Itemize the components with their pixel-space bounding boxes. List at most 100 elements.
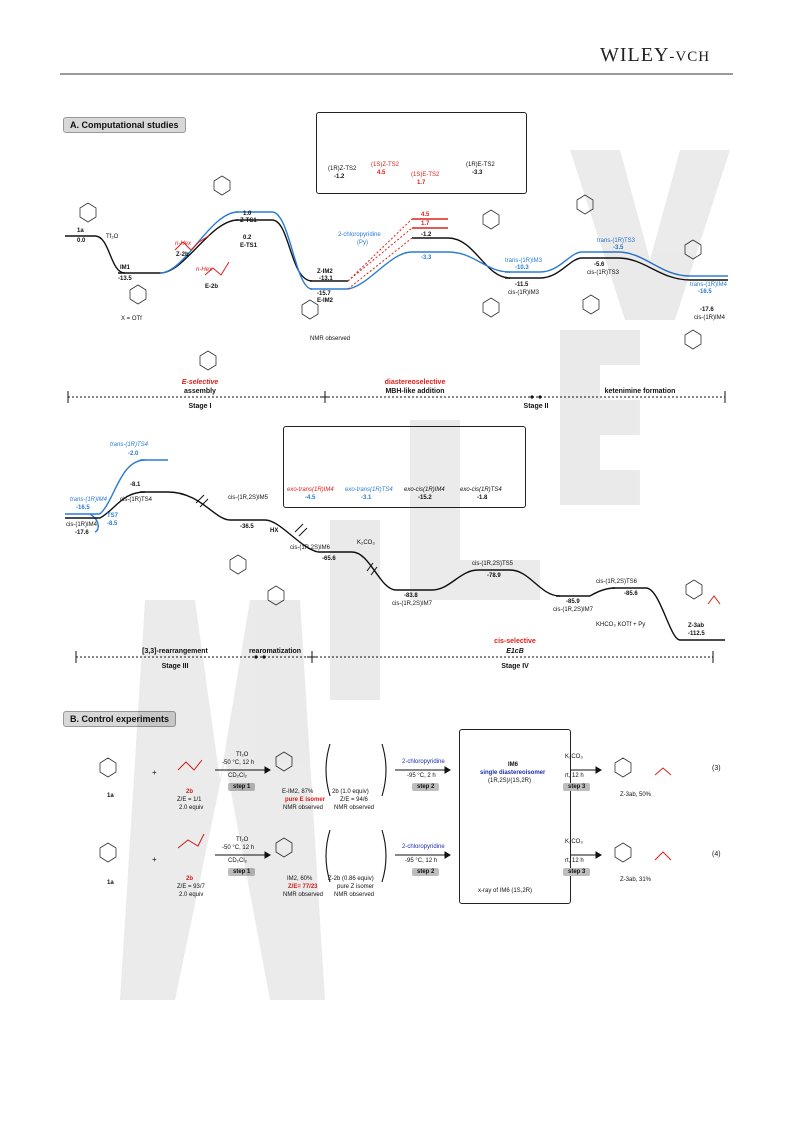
energy-cis-im7-b: -85.9 xyxy=(566,599,580,605)
energy-trans-ts3: -3.5 xyxy=(613,245,624,251)
k2co3-label: K₂CO₃ xyxy=(357,540,375,546)
row1-side: 2b (1.0 equiv) xyxy=(332,789,369,795)
energy-cis-ts6: -85.6 xyxy=(624,591,638,597)
label-trans-im4: trans-(1R)IM4 xyxy=(690,282,728,288)
row2-substrate: 1a xyxy=(107,880,114,886)
label-z3ab: Z-3ab xyxy=(688,623,705,629)
energy-im1: -13.5 xyxy=(118,276,132,282)
row1-ratio: Z/E = 1/1 xyxy=(177,797,202,803)
label-trans-ts3: trans-(1R)TS3 xyxy=(597,238,636,244)
label-cis-ts4: cis-(1R)TS4 xyxy=(120,497,153,503)
row1-cond2: 2-chloropyridine xyxy=(402,759,445,765)
energy-trans-im4: -16.5 xyxy=(698,289,712,295)
label-cis-ts5: cis-(1R,2S)TS5 xyxy=(472,561,514,567)
py-label: (Py) xyxy=(357,240,368,246)
label-cis-im7-b: cis-(1R,2S)IM7 xyxy=(553,607,594,613)
energy-trans-im4-b: -16.5 xyxy=(76,505,90,511)
row2-cond1: Tf₂O xyxy=(236,837,249,843)
ts2-label-1s-z: (1S)Z-TS2 xyxy=(371,162,400,168)
label-1a: 1a xyxy=(77,228,84,234)
label-ets1: E-TS1 xyxy=(240,243,258,249)
label-cis-im4-b: cis-(1R)IM4 xyxy=(66,522,97,528)
row1-cond1c: CD₂Cl₂ xyxy=(228,773,247,779)
ts2-label-1r-z: (1R)Z-TS2 xyxy=(328,166,357,172)
section-b-label: B. Control experiments xyxy=(63,711,177,727)
energy-cis-im6: -65.6 xyxy=(322,556,336,562)
hx-label: HX xyxy=(270,528,279,534)
energy-zim2: -13.1 xyxy=(319,276,333,282)
im6-box xyxy=(459,729,571,904)
row1-step3: step 3 xyxy=(563,783,591,791)
energy-ts2-a: 4.5 xyxy=(421,212,430,218)
conformer-1-label: exo-trans(1R)IM4 xyxy=(287,487,334,493)
energy-ts2-d: -3.3 xyxy=(421,255,432,261)
row2-intermediate-note: Z/E= 77/23 xyxy=(288,884,318,890)
row1-equiv: 2.0 equiv xyxy=(179,805,204,811)
energy-zts1: 1.0 xyxy=(243,211,252,217)
label-cis-im3: cis-(1R)IM3 xyxy=(508,290,539,296)
conformer-4-label: exo-cis(1R)TS4 xyxy=(460,487,502,493)
row1-step1: step 1 xyxy=(228,783,256,791)
row2-reagent: 2b xyxy=(186,876,194,882)
stage2-name: Stage II xyxy=(523,403,549,410)
stage3-name: Stage III xyxy=(161,663,189,670)
row1-intermediate: E-IM2, 87% xyxy=(282,789,314,795)
pyridine-label: 2-chloropyridine xyxy=(338,232,381,238)
row1-cond3b: rt, 12 h xyxy=(565,773,584,779)
section-a-label: A. Computational studies xyxy=(63,117,186,133)
row1-product: Z-3ab, 50% xyxy=(620,792,652,798)
row1-substrate: 1a xyxy=(107,793,114,799)
label-im1: IM1 xyxy=(120,265,131,271)
conformer-4-value: -1.8 xyxy=(477,495,488,501)
row2-intermediate-nmr: NMR observed xyxy=(283,892,324,898)
energy-1a: 0.0 xyxy=(77,238,86,244)
tf2o-label: Tf₂O xyxy=(106,234,119,240)
label-cis-im6: cis-(1R,2S)IM6 xyxy=(290,545,331,551)
row2-xray-caption: x-ray of IM6 (1S,2R) xyxy=(478,888,533,894)
row2-ratio: Z/E = 93/7 xyxy=(177,884,205,890)
energy-eim2: -15.7 xyxy=(317,291,331,297)
conformer-2-label: exo-trans(1R)TS4 xyxy=(345,487,393,493)
conformer-1-value: -4.5 xyxy=(305,495,316,501)
brand-rest: -VCH xyxy=(669,49,711,65)
header-rule xyxy=(60,73,733,75)
label-cis-im7: cis-(1R,2S)IM7 xyxy=(392,601,433,607)
energy-cis-im4-b: -17.6 xyxy=(75,530,89,536)
conformer-2-value: -3.1 xyxy=(361,495,372,501)
row1-step2: step 2 xyxy=(412,783,440,791)
stage1-bottom: assembly xyxy=(184,388,216,395)
energy-ts2-c: -1.2 xyxy=(421,232,432,238)
conformer-inset-box xyxy=(283,426,526,508)
row2-product: Z-3ab, 31% xyxy=(620,877,652,883)
energy-cis-im7: -83.8 xyxy=(404,593,418,599)
row1-cond1b: -50 °C, 12 h xyxy=(222,760,255,766)
energy-cis-im5: -36.5 xyxy=(240,524,254,530)
row1-intermediate-note: pure E isomer xyxy=(285,797,326,803)
label-zim2: Z-IM2 xyxy=(317,269,333,275)
row2-step3: step 3 xyxy=(563,868,591,876)
ts2-value-1r-z: -1.2 xyxy=(334,174,345,180)
stage4-name: Stage IV xyxy=(501,663,529,670)
row1-cond2b: -95 °C, 2 h xyxy=(407,773,436,779)
row2-intermediate: IM2, 60% xyxy=(287,876,313,882)
row2-equiv: 2.0 equiv xyxy=(179,892,204,898)
row2-side-note: pure Z isomer xyxy=(337,884,375,890)
ts2-label-1s-e: (1S)E-TS2 xyxy=(411,172,440,178)
khco3-label: KHCO₃ KOTf + Py xyxy=(596,622,646,628)
energy-z3ab: -112.5 xyxy=(688,631,705,637)
stage3-bottom: [3,3]-rearrangement xyxy=(142,648,208,655)
energy-ts2-b: 1.7 xyxy=(421,221,430,227)
row2-step1: step 1 xyxy=(228,868,256,876)
stage4-top: cis-selective xyxy=(494,638,536,645)
e2b-label: E-2b xyxy=(205,284,219,290)
energy-cis-ts4: -8.1 xyxy=(130,482,141,488)
stage1-name: Stage I xyxy=(188,403,212,410)
ts2-inset-box xyxy=(316,112,527,194)
row1-cond3: K₂CO₃ xyxy=(565,754,583,760)
row2-side-nmr: NMR observed xyxy=(334,892,375,898)
energy-trans-ts4: -2.0 xyxy=(128,451,139,457)
label-ts7: TS7 xyxy=(107,513,119,519)
label-trans-ts4: trans-(1R)TS4 xyxy=(110,442,149,448)
row2-cond3: K₂CO₃ xyxy=(565,839,583,845)
energy-ts7: -8.5 xyxy=(107,521,118,527)
